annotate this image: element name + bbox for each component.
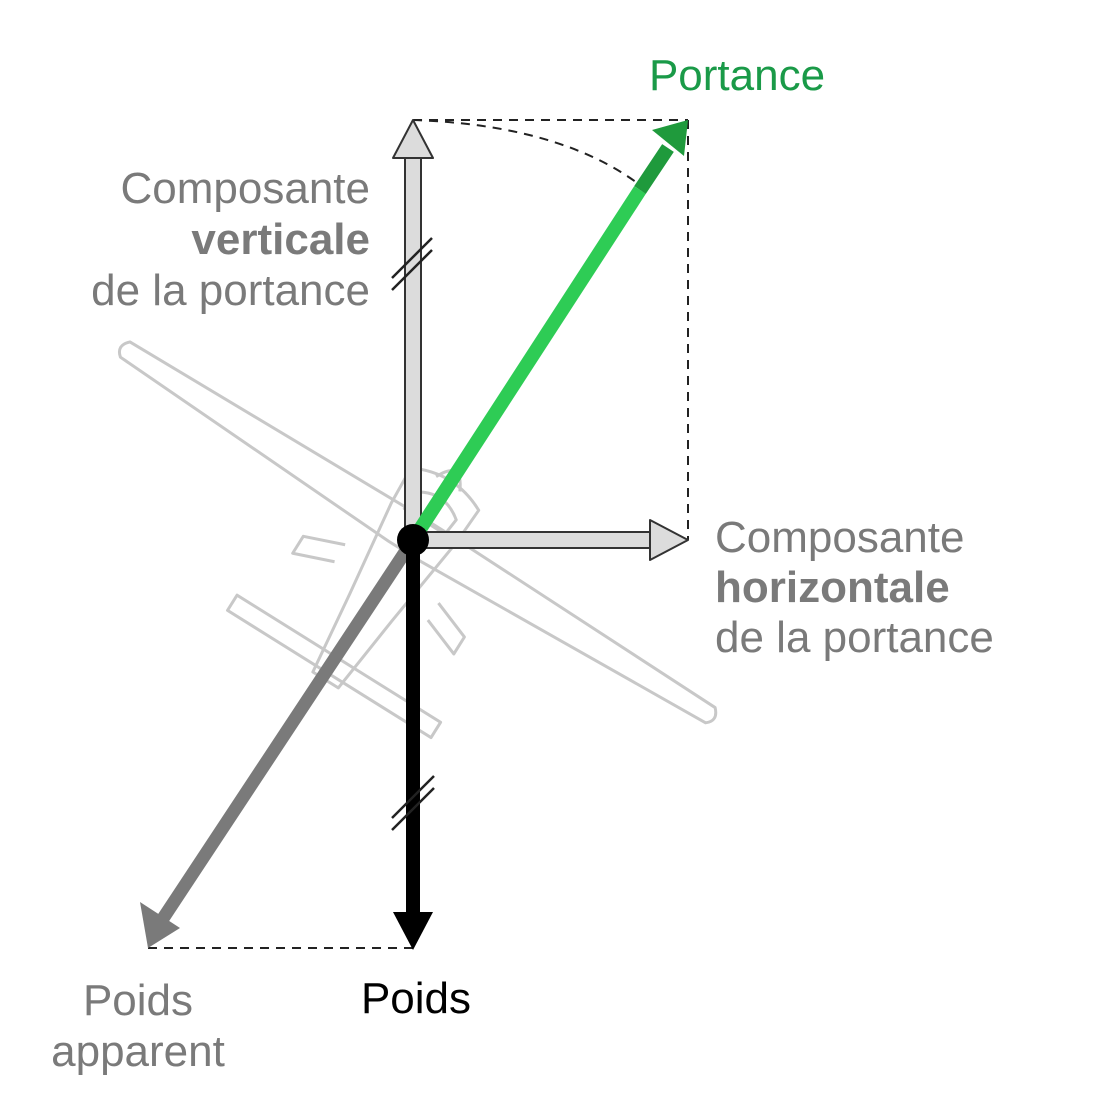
aircraft-stabilizer — [226, 593, 443, 740]
horizontal-component-label-1: Composante — [715, 513, 964, 562]
center-of-gravity-dot — [397, 524, 429, 556]
construction-lines — [148, 119, 689, 949]
aircraft-outline — [117, 340, 718, 740]
apparent-weight-arrow — [140, 536, 419, 948]
equal-length-ticks — [391, 237, 435, 831]
vertical-component-arrow — [392, 119, 434, 541]
tick-vertical-1 — [391, 237, 433, 279]
aircraft-gear-left — [291, 534, 346, 564]
aircraft-wing — [117, 340, 718, 725]
apparent-weight-label-1: Poids — [83, 976, 193, 1025]
horizontal-component-label-3: de la portance — [715, 613, 994, 662]
vertical-component-label-2: verticale — [191, 215, 370, 264]
aircraft-gear-right — [426, 602, 466, 656]
weight-arrow — [393, 540, 433, 950]
vertical-component-label-3: de la portance — [91, 266, 370, 315]
horizontal-component-arrow — [412, 519, 689, 561]
tick-weight-2 — [391, 787, 435, 831]
horizontal-component-label-2: horizontale — [715, 563, 950, 612]
lift-arrow — [407, 120, 688, 544]
angle-arc — [412, 119, 641, 186]
apparent-weight-label-2: apparent — [51, 1027, 225, 1076]
tick-vertical-2 — [391, 249, 433, 291]
lift-label: Portance — [649, 51, 825, 100]
vertical-component-label-1: Composante — [121, 164, 370, 213]
tick-weight-1 — [391, 775, 435, 819]
weight-label: Poids — [361, 974, 471, 1023]
